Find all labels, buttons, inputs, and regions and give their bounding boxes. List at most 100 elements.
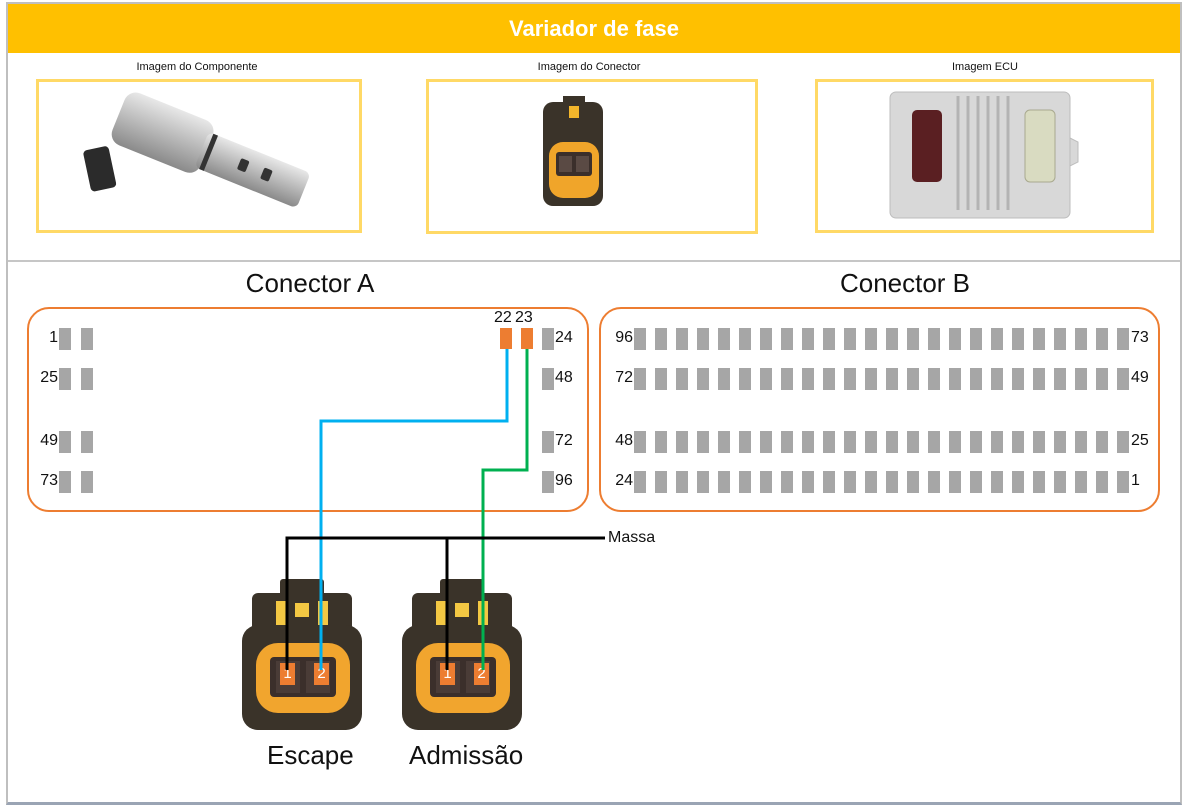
- page-title: Variador de fase: [8, 4, 1180, 53]
- connector-b-right-label: 49: [1131, 369, 1149, 386]
- connector-b-pin: [634, 431, 646, 453]
- connector-b-left-label: 24: [615, 472, 633, 489]
- ecu-icon: [889, 91, 1079, 219]
- connector-a-left-label: 1: [49, 329, 58, 346]
- connector-b-pin: [739, 431, 751, 453]
- connector-b-pin: [760, 431, 772, 453]
- connector-b-pin: [1033, 431, 1045, 453]
- connector-b-pin: [697, 368, 709, 390]
- component-image-caption: Imagem do Componente: [136, 61, 258, 73]
- connector-a-highlight-label: 22: [494, 309, 512, 326]
- connector-b-pin: [1033, 368, 1045, 390]
- connector-b-pin: [1096, 368, 1108, 390]
- connector-b-pin: [655, 431, 667, 453]
- connector-b-right-label: 1: [1131, 472, 1140, 489]
- connector-b-pin: [928, 471, 940, 493]
- connector-b-pin: [991, 431, 1003, 453]
- connector-a-left-label: 73: [40, 472, 58, 489]
- connector-b-pin: [991, 368, 1003, 390]
- connector-b-pin: [1033, 471, 1045, 493]
- connector-b-pin: [718, 328, 730, 350]
- connector-b-pin: [970, 328, 982, 350]
- admissao-plug: [400, 575, 525, 740]
- connector-b-pin: [760, 368, 772, 390]
- connector-b-pin: [781, 368, 793, 390]
- connector-b-left-label: 48: [615, 432, 633, 449]
- connector-b-pin: [1117, 471, 1129, 493]
- plug-pin2-badge: 2: [314, 663, 329, 685]
- connector-b-pin: [655, 328, 667, 350]
- connector-a-pin: [59, 328, 71, 350]
- connector-b-pin: [1117, 328, 1129, 350]
- connector-image-caption: Imagem do Conector: [537, 61, 641, 73]
- connector-b-pin: [781, 471, 793, 493]
- connector-b-pin: [739, 368, 751, 390]
- connector-b-pin: [907, 368, 919, 390]
- connector-b-pin: [802, 368, 814, 390]
- connector-a-pin: [59, 471, 71, 493]
- connector-b-pin: [1117, 368, 1129, 390]
- connector-a-pin: [81, 368, 93, 390]
- connector-b-pin: [1096, 431, 1108, 453]
- connector-b-title: Conector B: [839, 268, 971, 298]
- connector-b-pin: [676, 431, 688, 453]
- connector-b-pin: [1054, 431, 1066, 453]
- vvt-solenoid-icon: [83, 92, 309, 207]
- connector-a-pin-23: [521, 328, 533, 349]
- connector-a-left-label: 49: [40, 432, 58, 449]
- connector-b-pin: [1054, 368, 1066, 390]
- connector-b-pin: [907, 431, 919, 453]
- connector-a-pin: [542, 328, 554, 350]
- plug-pin2-badge: 2: [474, 663, 489, 685]
- plug-connector-icon: [402, 579, 522, 730]
- component-image-box: [36, 79, 362, 233]
- connector-b-pin: [718, 471, 730, 493]
- connector-b-pin: [1033, 328, 1045, 350]
- ground-label: Massa: [608, 529, 656, 546]
- connector-b-pin: [655, 471, 667, 493]
- connector-a-pin: [542, 368, 554, 390]
- connector-b-pin: [886, 368, 898, 390]
- connector-b-pin: [823, 368, 835, 390]
- connector-b-pin: [844, 471, 856, 493]
- ecu-image-caption: Imagem ECU: [951, 61, 1019, 73]
- escape-plug: [240, 575, 365, 740]
- connector-b-pin: [823, 471, 835, 493]
- connector-b-pin: [844, 328, 856, 350]
- connector-b-pin: [781, 328, 793, 350]
- connector-b-pin: [886, 471, 898, 493]
- connector-b-pin: [1012, 431, 1024, 453]
- connector-b-pin: [760, 471, 772, 493]
- connector-b: [599, 307, 1160, 512]
- connector-a: [27, 307, 589, 512]
- connector-b-pin: [697, 328, 709, 350]
- section-divider: [8, 260, 1180, 262]
- connector-b-pin: [676, 368, 688, 390]
- connector-a-pin: [59, 431, 71, 453]
- connector-b-pin: [676, 328, 688, 350]
- connector-b-pin: [928, 328, 940, 350]
- connector-b-pin: [844, 431, 856, 453]
- connector-b-pin: [718, 368, 730, 390]
- connector-b-pin: [907, 471, 919, 493]
- connector-b-pin: [718, 431, 730, 453]
- connector-b-pin: [781, 431, 793, 453]
- connector-a-left-label: 25: [40, 369, 58, 386]
- connector-b-pin: [865, 431, 877, 453]
- connector-b-pin: [865, 368, 877, 390]
- connector-b-pin: [697, 471, 709, 493]
- connector-b-pin: [928, 431, 940, 453]
- connector-b-pin: [1012, 328, 1024, 350]
- connector-b-pin: [1054, 471, 1066, 493]
- connector-b-pin: [949, 471, 961, 493]
- connector-a-pin: [542, 431, 554, 453]
- connector-b-pin: [802, 471, 814, 493]
- connector-b-pin: [739, 328, 751, 350]
- connector-b-pin: [1054, 328, 1066, 350]
- connector-a-pin: [81, 431, 93, 453]
- connector-b-pin: [949, 328, 961, 350]
- connector-b-pin: [865, 471, 877, 493]
- connector-a-pin-22: [500, 328, 512, 349]
- escape-label: Escape: [267, 740, 354, 770]
- connector-b-right-label: 25: [1131, 432, 1149, 449]
